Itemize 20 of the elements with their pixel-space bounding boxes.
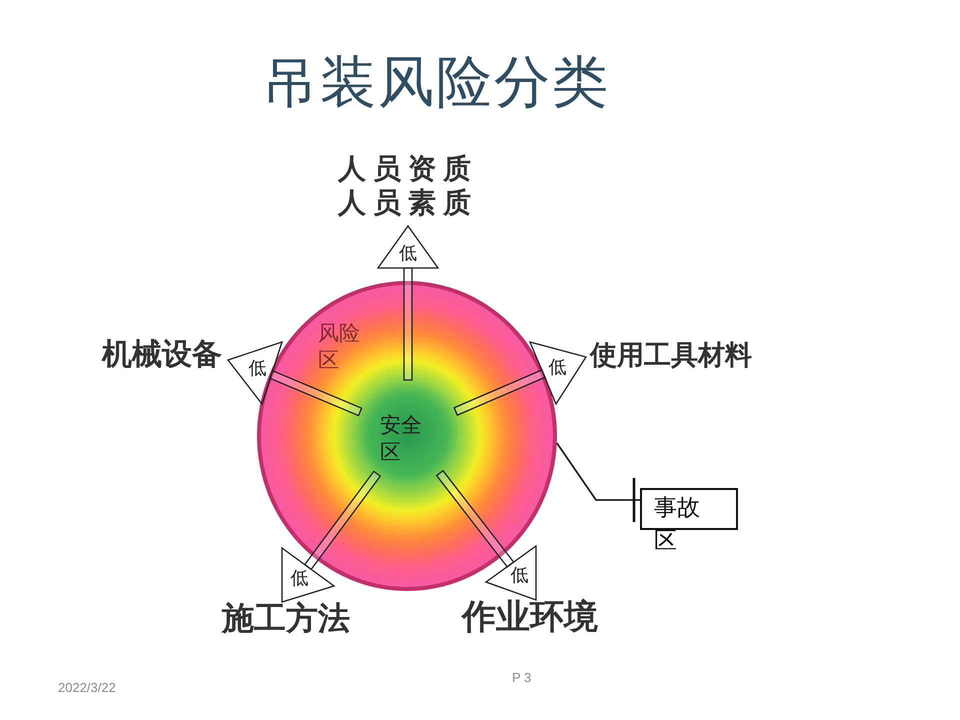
gauge-bar — [403, 267, 413, 381]
accident-zone-box: 事故区 — [640, 488, 738, 562]
zone-label: 风险区 — [318, 320, 361, 374]
triangle-marker: 低 — [377, 225, 439, 269]
page-number: P 3 — [512, 669, 532, 686]
gauge-bar — [453, 369, 546, 416]
triangle-marker: 低 — [227, 341, 283, 405]
factor-label: 机械设备 — [102, 336, 222, 374]
factor-label: 人员资质 — [338, 152, 478, 186]
factor-label: 使用工具材料 — [590, 339, 752, 373]
leader-line — [556, 442, 640, 524]
gauge-bar — [269, 370, 362, 416]
factor-label: 人员素质 — [338, 186, 478, 220]
gauge-bar — [436, 470, 514, 568]
date-text: 2022/3/22 — [58, 679, 116, 696]
safety-zone: 安全区 — [356, 380, 460, 484]
gauge-bar — [304, 470, 382, 570]
triangle-marker: 低 — [485, 545, 537, 601]
triangle-marker: 低 — [529, 341, 587, 405]
title: 吊装风险分类 — [262, 50, 610, 116]
